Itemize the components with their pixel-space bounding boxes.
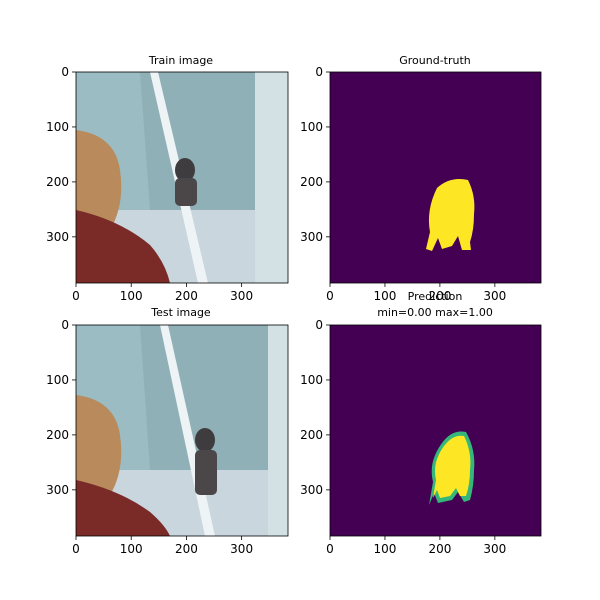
ground-truth-x-axis: 0 100 200 300 [326, 283, 506, 303]
test-image-title: Test image [150, 306, 211, 319]
prediction-x-tick-label: 100 [373, 542, 396, 556]
train-image-x-tick-label: 200 [175, 289, 198, 303]
train-image-photo [76, 72, 288, 283]
prediction-x-tick-label: 200 [428, 542, 451, 556]
prediction-y-axis: 0 100 200 300 [300, 318, 330, 497]
test-image-y-tick-label: 100 [46, 373, 69, 387]
train-image-title-line: Train image [148, 54, 213, 67]
train-image-y-tick-label: 200 [46, 175, 69, 189]
train-image-panel: Train image 0 100 200 300 0 100 200 300 [46, 54, 289, 303]
train-image-frame [75, 71, 289, 284]
train-image-y-tick-label: 0 [61, 65, 69, 79]
ground-truth-title: Ground-truth [399, 54, 471, 67]
test-image-frame [75, 324, 289, 537]
prediction-mask [330, 325, 541, 536]
prediction-frame [329, 324, 542, 537]
ground-truth-mask [330, 72, 541, 283]
ground-truth-x-tick-label: 100 [373, 289, 396, 303]
test-image-y-tick-label: 200 [46, 428, 69, 442]
train-image-y-tick-label: 100 [46, 120, 69, 134]
test-image-y-tick-label: 0 [61, 318, 69, 332]
train-image-title: Train image [148, 54, 213, 67]
ground-truth-y-axis: 0 100 200 300 [300, 65, 330, 244]
test-image-photo [76, 325, 288, 536]
test-image-x-tick-label: 100 [120, 542, 143, 556]
ground-truth-title-line: Ground-truth [399, 54, 471, 67]
ground-truth-x-tick-label: 200 [428, 289, 451, 303]
test-image-title-line: Test image [150, 306, 211, 319]
test-image-panel: Test image 0 100 200 300 0 100 200 300 [46, 306, 289, 556]
ground-truth-x-tick-label: 0 [326, 289, 334, 303]
prediction-title-line-1: Prediction [408, 290, 463, 303]
ground-truth-frame [329, 71, 542, 284]
test-image-y-tick-label: 300 [46, 483, 69, 497]
prediction-y-tick-label: 200 [300, 428, 323, 442]
prediction-title: Prediction min=0.00 max=1.00 [377, 290, 493, 319]
ground-truth-y-tick-label: 0 [315, 65, 323, 79]
prediction-title-line-2: min=0.00 max=1.00 [377, 306, 493, 319]
train-image-x-tick-label: 0 [72, 289, 80, 303]
test-image-x-tick-label: 200 [175, 542, 198, 556]
ground-truth-x-tick-label: 300 [483, 289, 506, 303]
ground-truth-y-tick-label: 300 [300, 230, 323, 244]
prediction-y-tick-label: 0 [315, 318, 323, 332]
ground-truth-panel: Ground-truth 0 100 200 300 0 100 200 300 [300, 54, 542, 303]
train-image-y-tick-label: 300 [46, 230, 69, 244]
prediction-x-tick-label: 0 [326, 542, 334, 556]
test-image-x-tick-label: 0 [72, 542, 80, 556]
prediction-y-tick-label: 300 [300, 483, 323, 497]
prediction-x-tick-label: 300 [483, 542, 506, 556]
train-image-x-tick-label: 300 [230, 289, 253, 303]
test-image-y-axis: 0 100 200 300 [46, 318, 76, 497]
train-image-x-tick-label: 100 [120, 289, 143, 303]
test-image-x-tick-label: 300 [230, 542, 253, 556]
prediction-x-axis: 0 100 200 300 [326, 536, 506, 556]
train-image-y-axis: 0 100 200 300 [46, 65, 76, 244]
prediction-y-tick-label: 100 [300, 373, 323, 387]
train-image-x-axis: 0 100 200 300 [72, 283, 253, 303]
test-image-x-axis: 0 100 200 300 [72, 536, 253, 556]
ground-truth-y-tick-label: 100 [300, 120, 323, 134]
ground-truth-y-tick-label: 200 [300, 175, 323, 189]
